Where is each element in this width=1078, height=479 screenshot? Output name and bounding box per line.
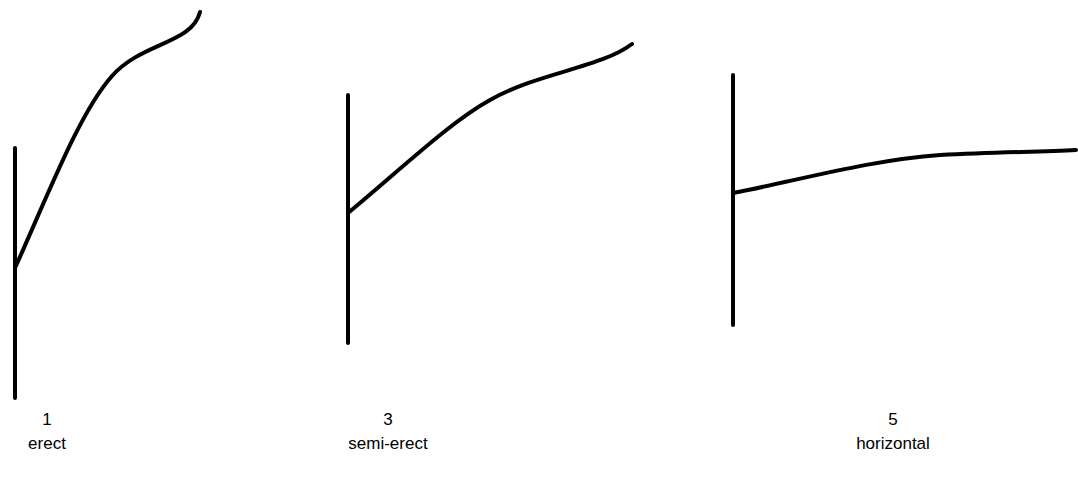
score-number: 1 [42, 410, 51, 430]
score-number: 5 [888, 410, 897, 430]
score-number: 3 [383, 410, 392, 430]
stem-line [346, 95, 350, 343]
habit-label: horizontal [856, 434, 930, 454]
semi-erect-branch [348, 44, 632, 213]
horizontal-branch [733, 150, 1076, 193]
habit-label: erect [28, 434, 66, 454]
stem-line [731, 75, 735, 325]
stem-line [13, 148, 17, 398]
erect-branch [15, 12, 200, 268]
habit-label: semi-erect [348, 434, 427, 454]
